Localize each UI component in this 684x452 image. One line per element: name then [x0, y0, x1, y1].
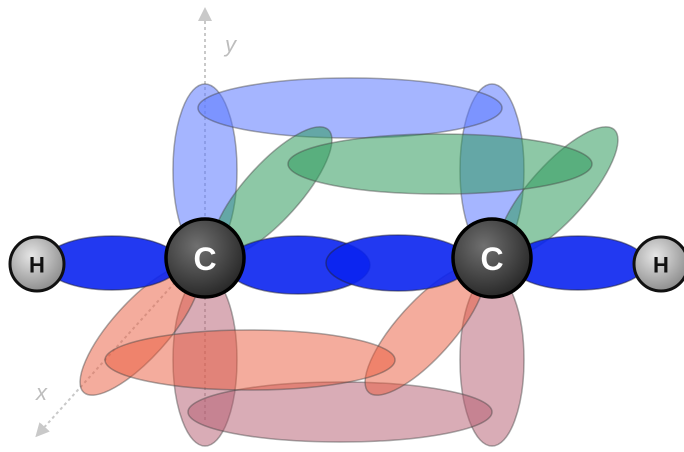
- pi-z-top-overlap: [287, 133, 593, 195]
- carbon-atom-right: C: [451, 217, 533, 299]
- carbon-left-label: C: [193, 241, 216, 277]
- hydrogen-atom-left: H: [8, 235, 66, 293]
- pi-y-top-overlap: [197, 77, 503, 139]
- pi-y-bottom-overlap: [187, 381, 493, 443]
- carbon-atom-left: C: [164, 217, 246, 299]
- x-axis-label: x: [35, 380, 48, 405]
- hydrogen-left-label: H: [29, 253, 45, 278]
- carbon-right-label: C: [480, 241, 503, 277]
- hydrogen-atom-right: H: [632, 235, 684, 293]
- pi-z-bottom-overlap: [104, 329, 396, 391]
- y-axis-label: y: [223, 32, 238, 57]
- hydrogen-right-label: H: [653, 253, 669, 278]
- sigma-bond-c-c-right: [325, 234, 471, 292]
